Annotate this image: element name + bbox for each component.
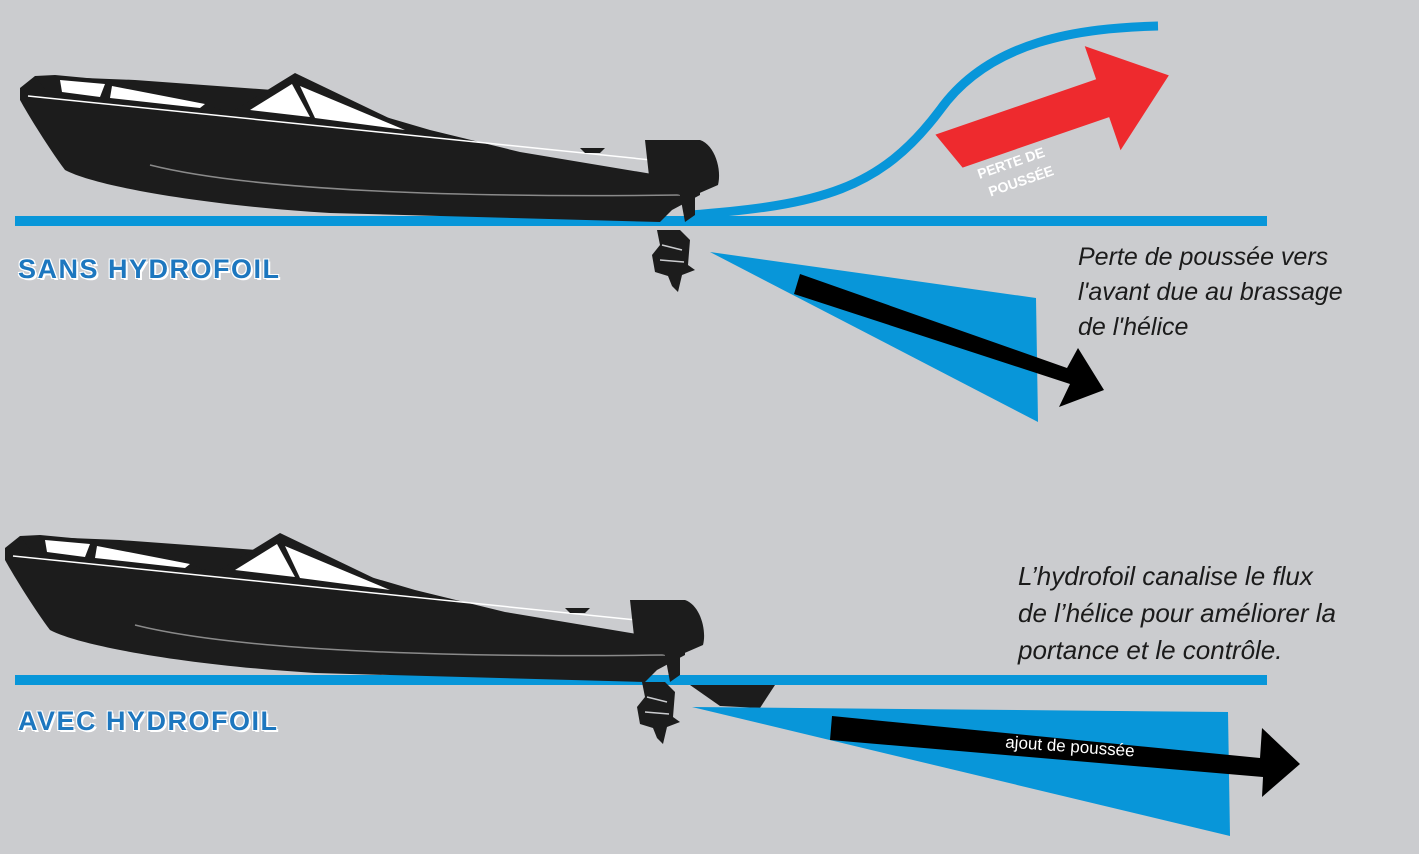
caption-top-line: de l'hélice <box>1078 313 1189 341</box>
caption-bottom-line: de l’hélice pour améliorer la <box>1018 598 1336 628</box>
top-panel: PERTE DE POUSSÉE <box>15 21 1267 422</box>
caption-bottom-line: L’hydrofoil canalise le flux <box>1018 561 1313 591</box>
title-sans-hydrofoil: SANS HYDROFOIL <box>18 254 281 284</box>
motor-leg-top <box>651 229 696 293</box>
boat-bottom <box>4 532 705 683</box>
caption-top-line: l'avant due au brassage <box>1078 278 1343 306</box>
caption-bottom-line: portance et le contrôle. <box>1018 635 1283 665</box>
prop-wash-top <box>710 252 1038 422</box>
caption-top-line: Perte de poussée vers <box>1078 243 1329 271</box>
boat-top <box>19 72 720 223</box>
caption-bottom: L’hydrofoil canalise le flux de l’hélice… <box>1018 558 1336 669</box>
title-avec-hydrofoil: AVEC HYDROFOIL <box>18 706 279 736</box>
bottom-panel: ajout de poussée <box>4 532 1300 836</box>
prop-wash-bottom <box>692 707 1230 836</box>
loss-arrow <box>935 46 1169 168</box>
wake-curve <box>689 21 1159 220</box>
motor-leg-bottom <box>636 681 681 745</box>
caption-top: Perte de poussée vers l'avant due au bra… <box>1078 240 1343 345</box>
thrust-arrow-bottom <box>830 716 1300 797</box>
hydrofoil-plate <box>690 685 775 708</box>
thrust-arrow-top <box>794 274 1104 407</box>
